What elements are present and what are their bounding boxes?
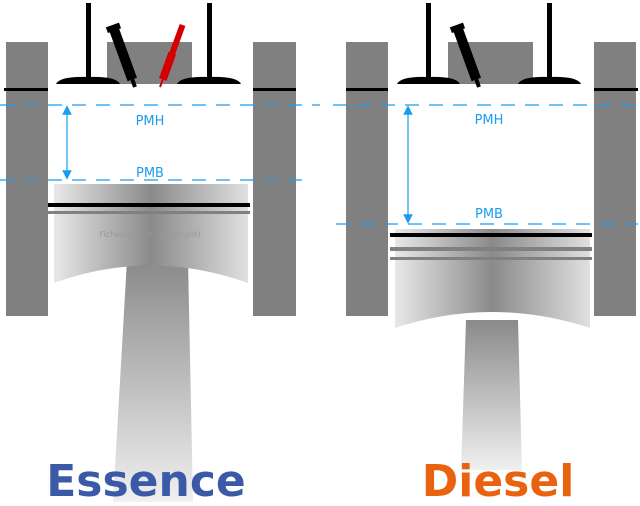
- piston-ring: [390, 233, 592, 237]
- connecting-rod: [461, 320, 522, 470]
- combustion-chamber: [48, 84, 253, 184]
- combustion-chamber: [388, 84, 594, 229]
- piston-ring: [390, 257, 592, 260]
- pmb-label: PMB: [475, 207, 503, 222]
- cylinder-wall-left: [6, 42, 48, 316]
- piston-ring: [48, 203, 250, 207]
- pmh-label: PMH: [475, 113, 504, 128]
- piston-ring: [48, 211, 250, 214]
- exhaust-valve: [547, 3, 552, 81]
- diesel-engine: PMH PMB Diesel: [333, 3, 640, 506]
- cylinder-wall-left: [346, 42, 388, 316]
- essence-title: Essence: [46, 456, 246, 506]
- piston-ring: [390, 247, 592, 251]
- pmb-label: PMB: [136, 166, 164, 181]
- injector-icon: [449, 22, 481, 88]
- intake-valve: [86, 3, 91, 81]
- piston: [54, 184, 248, 283]
- essence-engine: PMH PMB Fiches-auto.fr (copyright) Essen…: [0, 3, 320, 506]
- intake-valve: [426, 3, 431, 81]
- intake-valve-head: [56, 76, 120, 84]
- cylinder-wall-right: [594, 42, 636, 316]
- exhaust-valve: [207, 3, 212, 81]
- diesel-title: Diesel: [422, 456, 575, 506]
- injector-icon: [105, 22, 137, 88]
- watermark: Fiches-auto.fr (copyright): [100, 230, 201, 239]
- exhaust-valve-head: [518, 76, 581, 84]
- spark-plug-icon: [158, 23, 186, 88]
- cylinder-wall-right: [253, 42, 296, 316]
- pmh-label: PMH: [136, 114, 165, 129]
- intake-valve-head: [397, 76, 460, 84]
- exhaust-valve-head: [177, 76, 241, 84]
- piston: [395, 229, 590, 328]
- connecting-rod: [113, 260, 193, 502]
